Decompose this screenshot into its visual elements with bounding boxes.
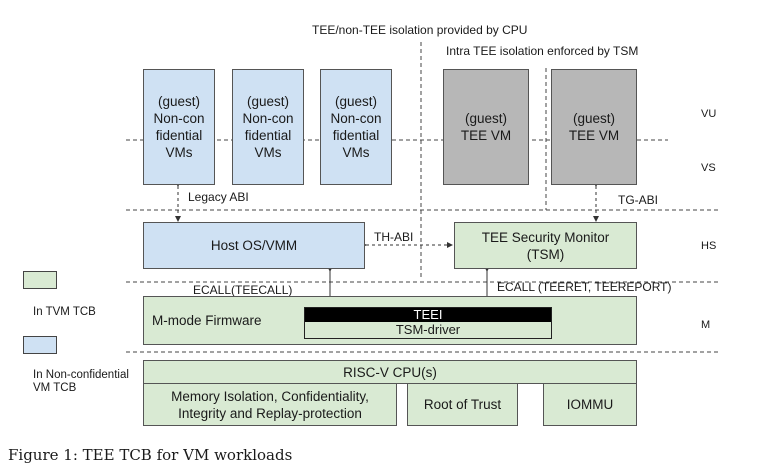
memory-isolation: Memory Isolation, Confidentiality, Integ… [143,383,397,426]
th-abi-label: TH-ABI [374,230,414,244]
legend-nonconf-swatch [23,336,57,354]
ring-hs: HS [701,240,717,252]
figure-caption: Figure 1: TEE TCB for VM workloads [8,446,293,464]
ring-m: M [701,319,711,331]
ecall-teecall-label: ECALL(TEECALL) [193,283,293,297]
ecall-teeret-label: ECALL (TEERET, TEEREPORT) [497,280,672,294]
host-os-vmm: Host OS/VMM [143,222,365,269]
cpu-isolation-label: TEE/non-TEE isolation provided by CPU [312,23,528,37]
iommu: IOMMU [543,383,637,426]
legend-nonconf-label: In Non-confidential VM TCB [33,369,129,394]
tg-abi-label: TG-ABI [618,193,659,207]
guest-nonconfidential-vm-2: (guest) Non-con fidential VMs [232,69,304,185]
legacy-abi-label: Legacy ABI [188,190,249,204]
root-of-trust: Root of Trust [407,383,518,426]
risc-v-cpu: RISC-V CPU(s) [143,360,637,384]
guest-nonconfidential-vm-1: (guest) Non-con fidential VMs [143,69,215,185]
ring-vu: VU [701,108,717,120]
tee-security-monitor: TEE Security Monitor (TSM) [454,222,637,269]
tsm-driver-label: TSM-driver [305,322,551,338]
guest-tee-vm-1: (guest) TEE VM [443,69,529,185]
guest-tee-vm-2: (guest) TEE VM [551,69,637,185]
legend-tvm-swatch [23,271,57,289]
guest-nonconfidential-vm-3: (guest) Non-con fidential VMs [320,69,392,185]
m-mode-firmware-label: M-mode Firmware [152,313,262,328]
teei-label: TEEI [305,308,551,322]
teei-block: TEEI TSM-driver [304,307,552,339]
tsm-isolation-label: Intra TEE isolation enforced by TSM [446,44,639,58]
legend-tvm-label: In TVM TCB [33,306,96,318]
ring-vs: VS [701,162,716,174]
